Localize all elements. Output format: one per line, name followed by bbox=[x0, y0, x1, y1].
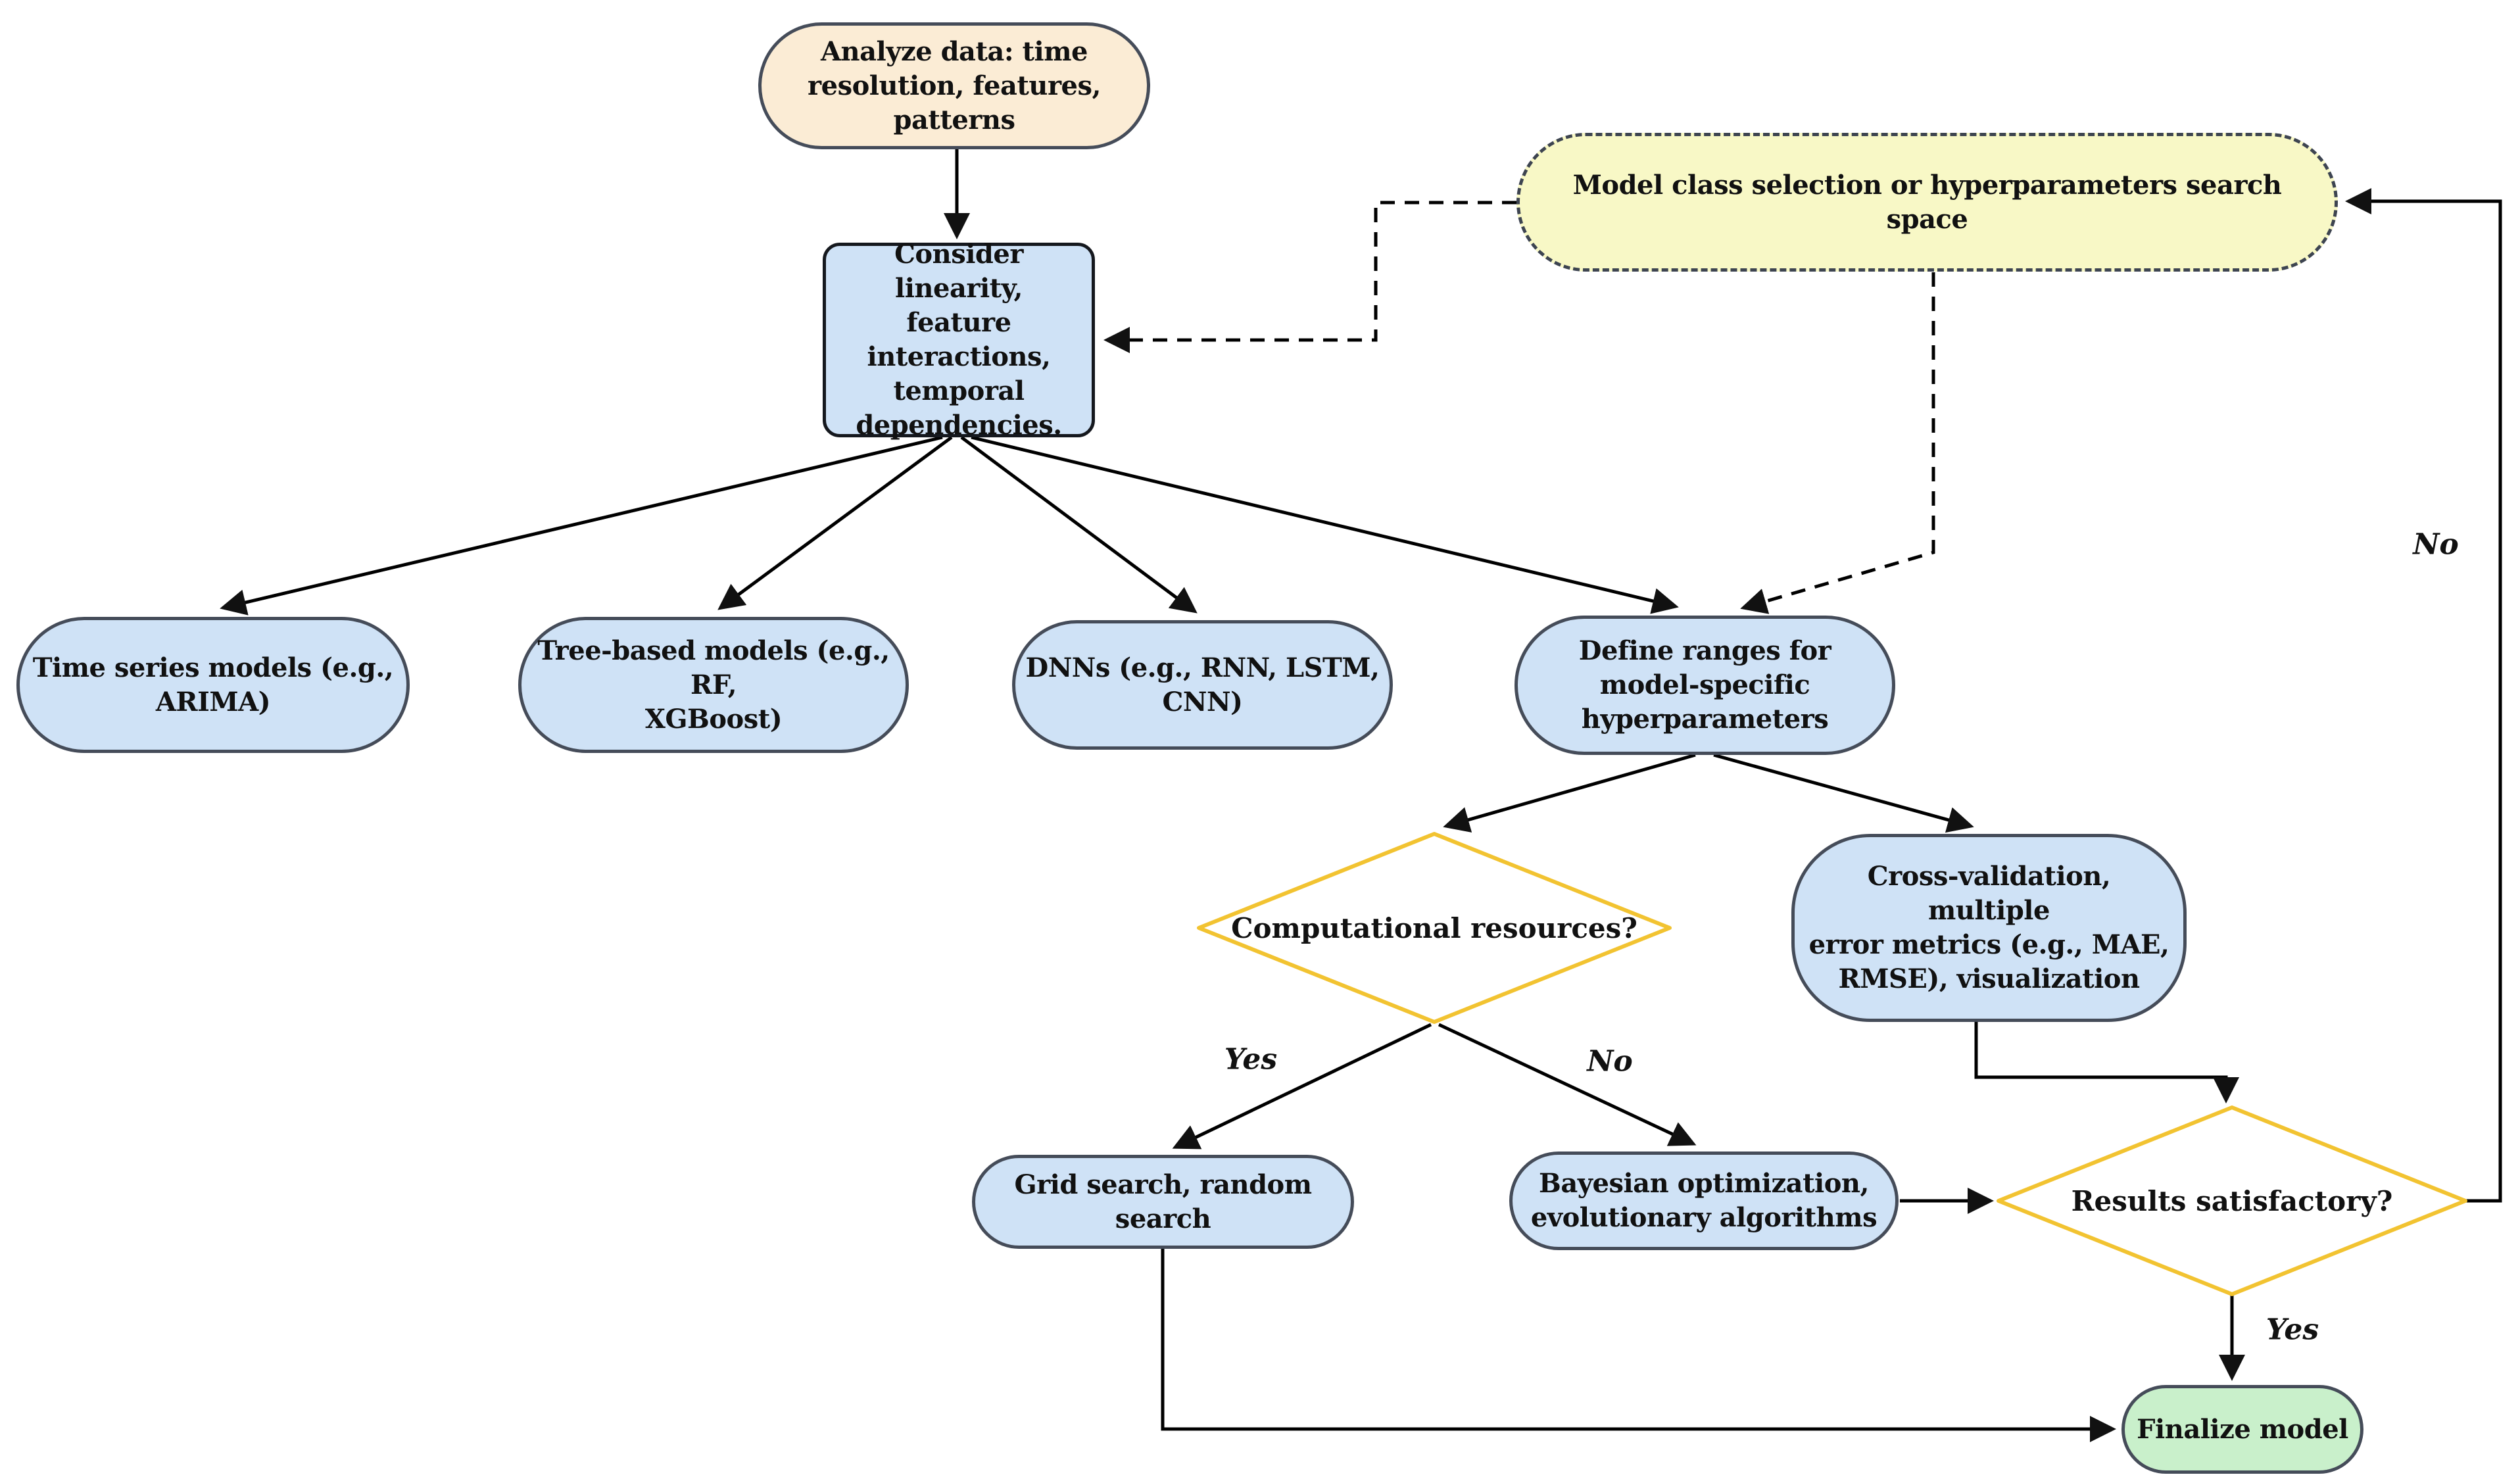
node-grid-search-label: Grid search, random search bbox=[1014, 1169, 1312, 1234]
edge-label-results-yes: Yes bbox=[2266, 1313, 2319, 1347]
edge-consider-to-dnns bbox=[960, 435, 1198, 614]
edge-consider-to-time-series bbox=[220, 435, 943, 616]
node-results-satisfactory-label: Results satisfactory? bbox=[2071, 1184, 2393, 1217]
edge-consider-to-tree-based bbox=[717, 435, 953, 610]
node-finalize-model: Finalize model bbox=[2121, 1385, 2363, 1474]
edge-comp-resources-no-to-bayesian bbox=[1438, 1023, 1697, 1146]
node-cross-validation-label: Cross-validation, multiple error metrics… bbox=[1808, 861, 2169, 994]
edge-label-comp-no: No bbox=[1587, 1044, 1633, 1079]
computational-resources-diamond bbox=[1197, 832, 1672, 1024]
node-consider-linearity-label: Consider linearity, feature interactions… bbox=[856, 239, 1062, 441]
edge-model-class-to-define-ranges bbox=[1740, 272, 1935, 614]
node-bayesian-optimization: Bayesian optimization, evolutionary algo… bbox=[1509, 1152, 1899, 1250]
node-results-satisfactory: Results satisfactory? bbox=[2015, 1165, 2449, 1237]
node-finalize-model-label: Finalize model bbox=[2137, 1413, 2348, 1445]
edge-model-class-to-consider bbox=[1103, 201, 1516, 353]
node-define-ranges-label: Define ranges for model-specific hyperpa… bbox=[1578, 635, 1831, 735]
edge-label-results-no: No bbox=[2413, 527, 2459, 562]
node-cross-validation: Cross-validation, multiple error metrics… bbox=[1791, 834, 2187, 1022]
node-analyze-data-label: Analyze data: time resolution, features,… bbox=[808, 36, 1101, 135]
node-analyze-data: Analyze data: time resolution, features,… bbox=[758, 22, 1150, 149]
edge-grid-search-to-finalize bbox=[1161, 1249, 2116, 1442]
node-time-series-models-label: Time series models (e.g., ARIMA) bbox=[32, 652, 394, 717]
edge-label-comp-yes: Yes bbox=[1224, 1042, 1278, 1077]
edge-results-no-to-model-class bbox=[2345, 188, 2502, 1203]
node-define-ranges: Define ranges for model-specific hyperpa… bbox=[1514, 616, 1895, 755]
node-model-class-selection-label: Model class selection or hyperparameters… bbox=[1572, 169, 2282, 235]
edge-comp-resources-yes-to-grid-search bbox=[1172, 1023, 1432, 1150]
node-tree-based-models-label: Tree-based models (e.g., RF, XGBoost) bbox=[537, 635, 890, 735]
node-tree-based-models: Tree-based models (e.g., RF, XGBoost) bbox=[518, 617, 909, 753]
edge-define-ranges-to-cross-validation bbox=[1713, 753, 1974, 833]
results-satisfactory-diamond bbox=[1997, 1105, 2467, 1296]
node-grid-search: Grid search, random search bbox=[972, 1155, 1354, 1249]
node-consider-linearity: Consider linearity, feature interactions… bbox=[823, 239, 1095, 441]
node-time-series-models: Time series models (e.g., ARIMA) bbox=[16, 617, 410, 753]
edge-cross-validation-to-results bbox=[1974, 1022, 2239, 1103]
edge-define-ranges-to-comp-resources bbox=[1443, 753, 1696, 833]
node-computational-resources-label: Computational resources? bbox=[1231, 911, 1637, 944]
edge-consider-to-define-ranges bbox=[971, 435, 1679, 614]
node-model-class-selection: Model class selection or hyperparameters… bbox=[1516, 133, 2338, 272]
node-dnns: DNNs (e.g., RNN, LSTM, CNN) bbox=[1012, 620, 1393, 750]
node-bayesian-optimization-label: Bayesian optimization, evolutionary algo… bbox=[1530, 1168, 1878, 1233]
node-dnns-label: DNNs (e.g., RNN, LSTM, CNN) bbox=[1025, 652, 1380, 717]
node-computational-resources: Computational resources? bbox=[1217, 892, 1651, 964]
